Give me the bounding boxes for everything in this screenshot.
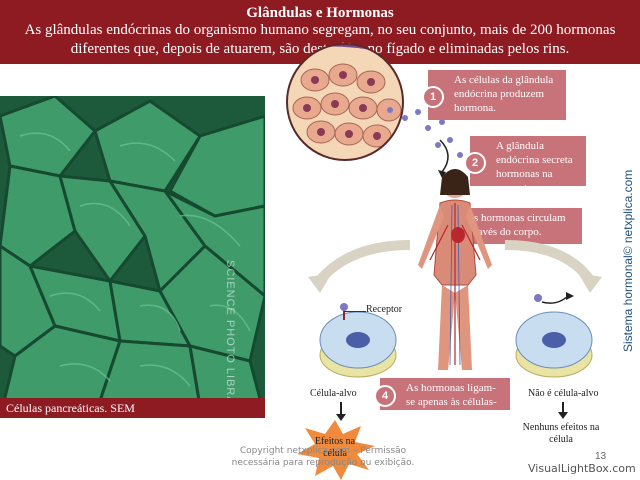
step-2-text: A glândula endócrina secreta hormonas na…	[496, 140, 573, 208]
target-arrow-shaft	[340, 402, 342, 416]
non-target-cell	[515, 292, 593, 378]
effects-starburst	[297, 420, 375, 480]
step-3-text: As hormonas circulam através do corpo.	[466, 212, 566, 238]
step-2-number: 2	[464, 152, 486, 174]
page-number: 13	[595, 451, 607, 462]
circulation-diagram	[308, 169, 602, 370]
step-1-callout: 1 As células da glândula endócrina produ…	[422, 70, 566, 120]
step-4-number: 4	[374, 385, 396, 407]
gland-cells-inset	[285, 40, 405, 170]
step-4-callout: 4 As hormonas ligam-se apenas às células…	[374, 378, 510, 422]
target-cell	[319, 303, 397, 378]
step-4-text: As hormonas ligam-se apenas às células-a…	[406, 382, 497, 422]
step-2-callout: 2 A glândula endócrina secreta hormonas …	[464, 136, 586, 208]
pancreatic-cells-micrograph	[0, 96, 265, 418]
non-target-cell-label: Não é célula-alvo	[528, 388, 599, 399]
non-target-arrow-head	[558, 412, 568, 419]
human-body-figure	[418, 169, 492, 370]
watermark-text: VisualLightBox.com	[528, 462, 636, 475]
no-effects-label: Nenhuns efeitos na célula	[522, 422, 600, 445]
step-1-number: 1	[422, 86, 444, 108]
side-brand-text: Sistema hormonal© netxplica.com	[621, 169, 635, 352]
receptor-pointer	[344, 311, 366, 312]
target-cell-label: Célula-alvo	[310, 388, 357, 399]
target-arrow-head	[336, 414, 346, 421]
step-1-text: As células da glândula endócrina produze…	[454, 74, 554, 114]
hormone-dots	[387, 107, 463, 178]
micrograph-caption: Células pancreáticas. SEM	[0, 398, 265, 418]
page-title: Glândulas e Hormonas	[246, 5, 394, 21]
receptor-label: Receptor	[366, 304, 403, 315]
effects-label: Efeitos na célula	[314, 436, 356, 459]
copyright-notice: Copyright netxplica.com – Permissão nece…	[231, 446, 415, 468]
non-target-arrow-shaft	[562, 402, 564, 414]
